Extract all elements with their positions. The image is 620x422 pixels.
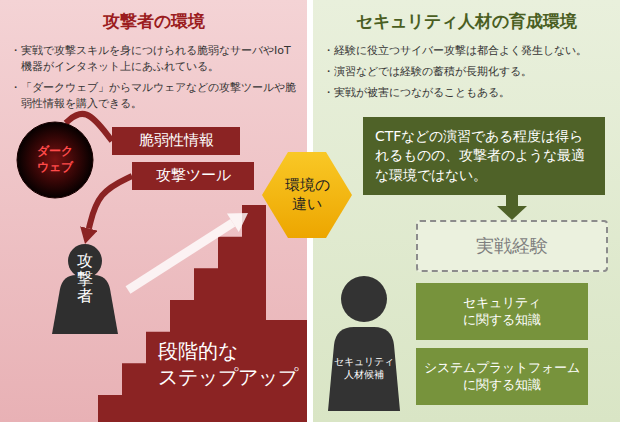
talent-panel-ground <box>313 0 620 422</box>
panel-title: セキュリティ人材の育成環境 <box>323 10 610 33</box>
darkweb-orb <box>17 122 93 198</box>
knowledge-box: セキュリティ に関する知識 <box>416 283 588 340</box>
attacker-panel-ground <box>0 0 307 422</box>
box-label: 攻撃ツール <box>156 166 231 186</box>
box-label: 脆弱性情報 <box>139 131 214 151</box>
bullet-text: ・「ダークウェブ」からマルウェアなどの攻撃ツールや脆弱性情報を購入できる。 <box>10 80 297 112</box>
bullet-text: ・実戦で攻撃スキルを身につけられる脆弱なサーバやIoT機器がインタネット上にあふ… <box>10 43 297 75</box>
difference-shape <box>262 152 352 238</box>
stair-steps: 段階的な ステップアップ <box>98 205 307 422</box>
connector <box>89 176 132 228</box>
connector <box>506 195 518 206</box>
vertical-label: 攻撃者 <box>77 252 93 305</box>
stairs-shape <box>98 205 307 422</box>
bullet-text: ・実戦が被害につながることもある。 <box>323 85 610 101</box>
difference-arrow: 環境の 違い <box>262 150 352 240</box>
circle-label: ダーク ウェブ <box>37 144 73 175</box>
bullet-text: ・経験に役立つサイバー攻撃は都合よく発生しない。 <box>323 43 610 59</box>
growth-arrow-shaft <box>128 223 233 290</box>
note-text: CTFなどの演習である程度は得られるものの、攻撃者のような最適な環境ではない。 <box>375 127 593 186</box>
knowledge-box: システムプラットフォーム に関する知識 <box>416 348 588 405</box>
environment-panel: セキュリティ人材の育成環境・経験に役立つサイバー攻撃は都合よく発生しない。・演習… <box>313 0 620 422</box>
box-label: セキュリティ に関する知識 <box>463 295 541 329</box>
node-outline <box>98 205 307 422</box>
note-box: CTFなどの演習である程度は得られるものの、攻撃者のような最適な環境ではない。 <box>363 117 605 195</box>
darkweb-circle: ダーク ウェブ <box>17 122 93 198</box>
bullet-text: ・演習などでは経験の蓄積が長期化する。 <box>323 64 610 80</box>
person-figure: セキュリティ 人材候補 <box>328 275 400 411</box>
box-label: 実戦経験 <box>476 234 548 257</box>
person-figure: 攻撃者 <box>52 244 118 334</box>
node-outline <box>328 275 400 411</box>
growth-arrow-head <box>227 213 248 232</box>
arrow-label: 環境の 違い <box>285 176 330 215</box>
panel-title: 攻撃者の環境 <box>10 10 297 33</box>
person-label: セキュリティ 人材候補 <box>334 355 394 381</box>
box-label: システムプラットフォーム に関する知識 <box>424 360 580 394</box>
person-body <box>328 327 400 411</box>
info-box: 脆弱性情報 <box>112 127 240 155</box>
environment-panel: 攻撃者の環境・実戦で攻撃スキルを身につけられる脆弱なサーバやIoT機器がインタネ… <box>0 0 307 422</box>
stairs-label: 段階的な ステップアップ <box>158 338 298 390</box>
info-box: 攻撃ツール <box>132 162 254 190</box>
experience-box: 実戦経験 <box>416 220 608 272</box>
person-head <box>341 276 387 322</box>
